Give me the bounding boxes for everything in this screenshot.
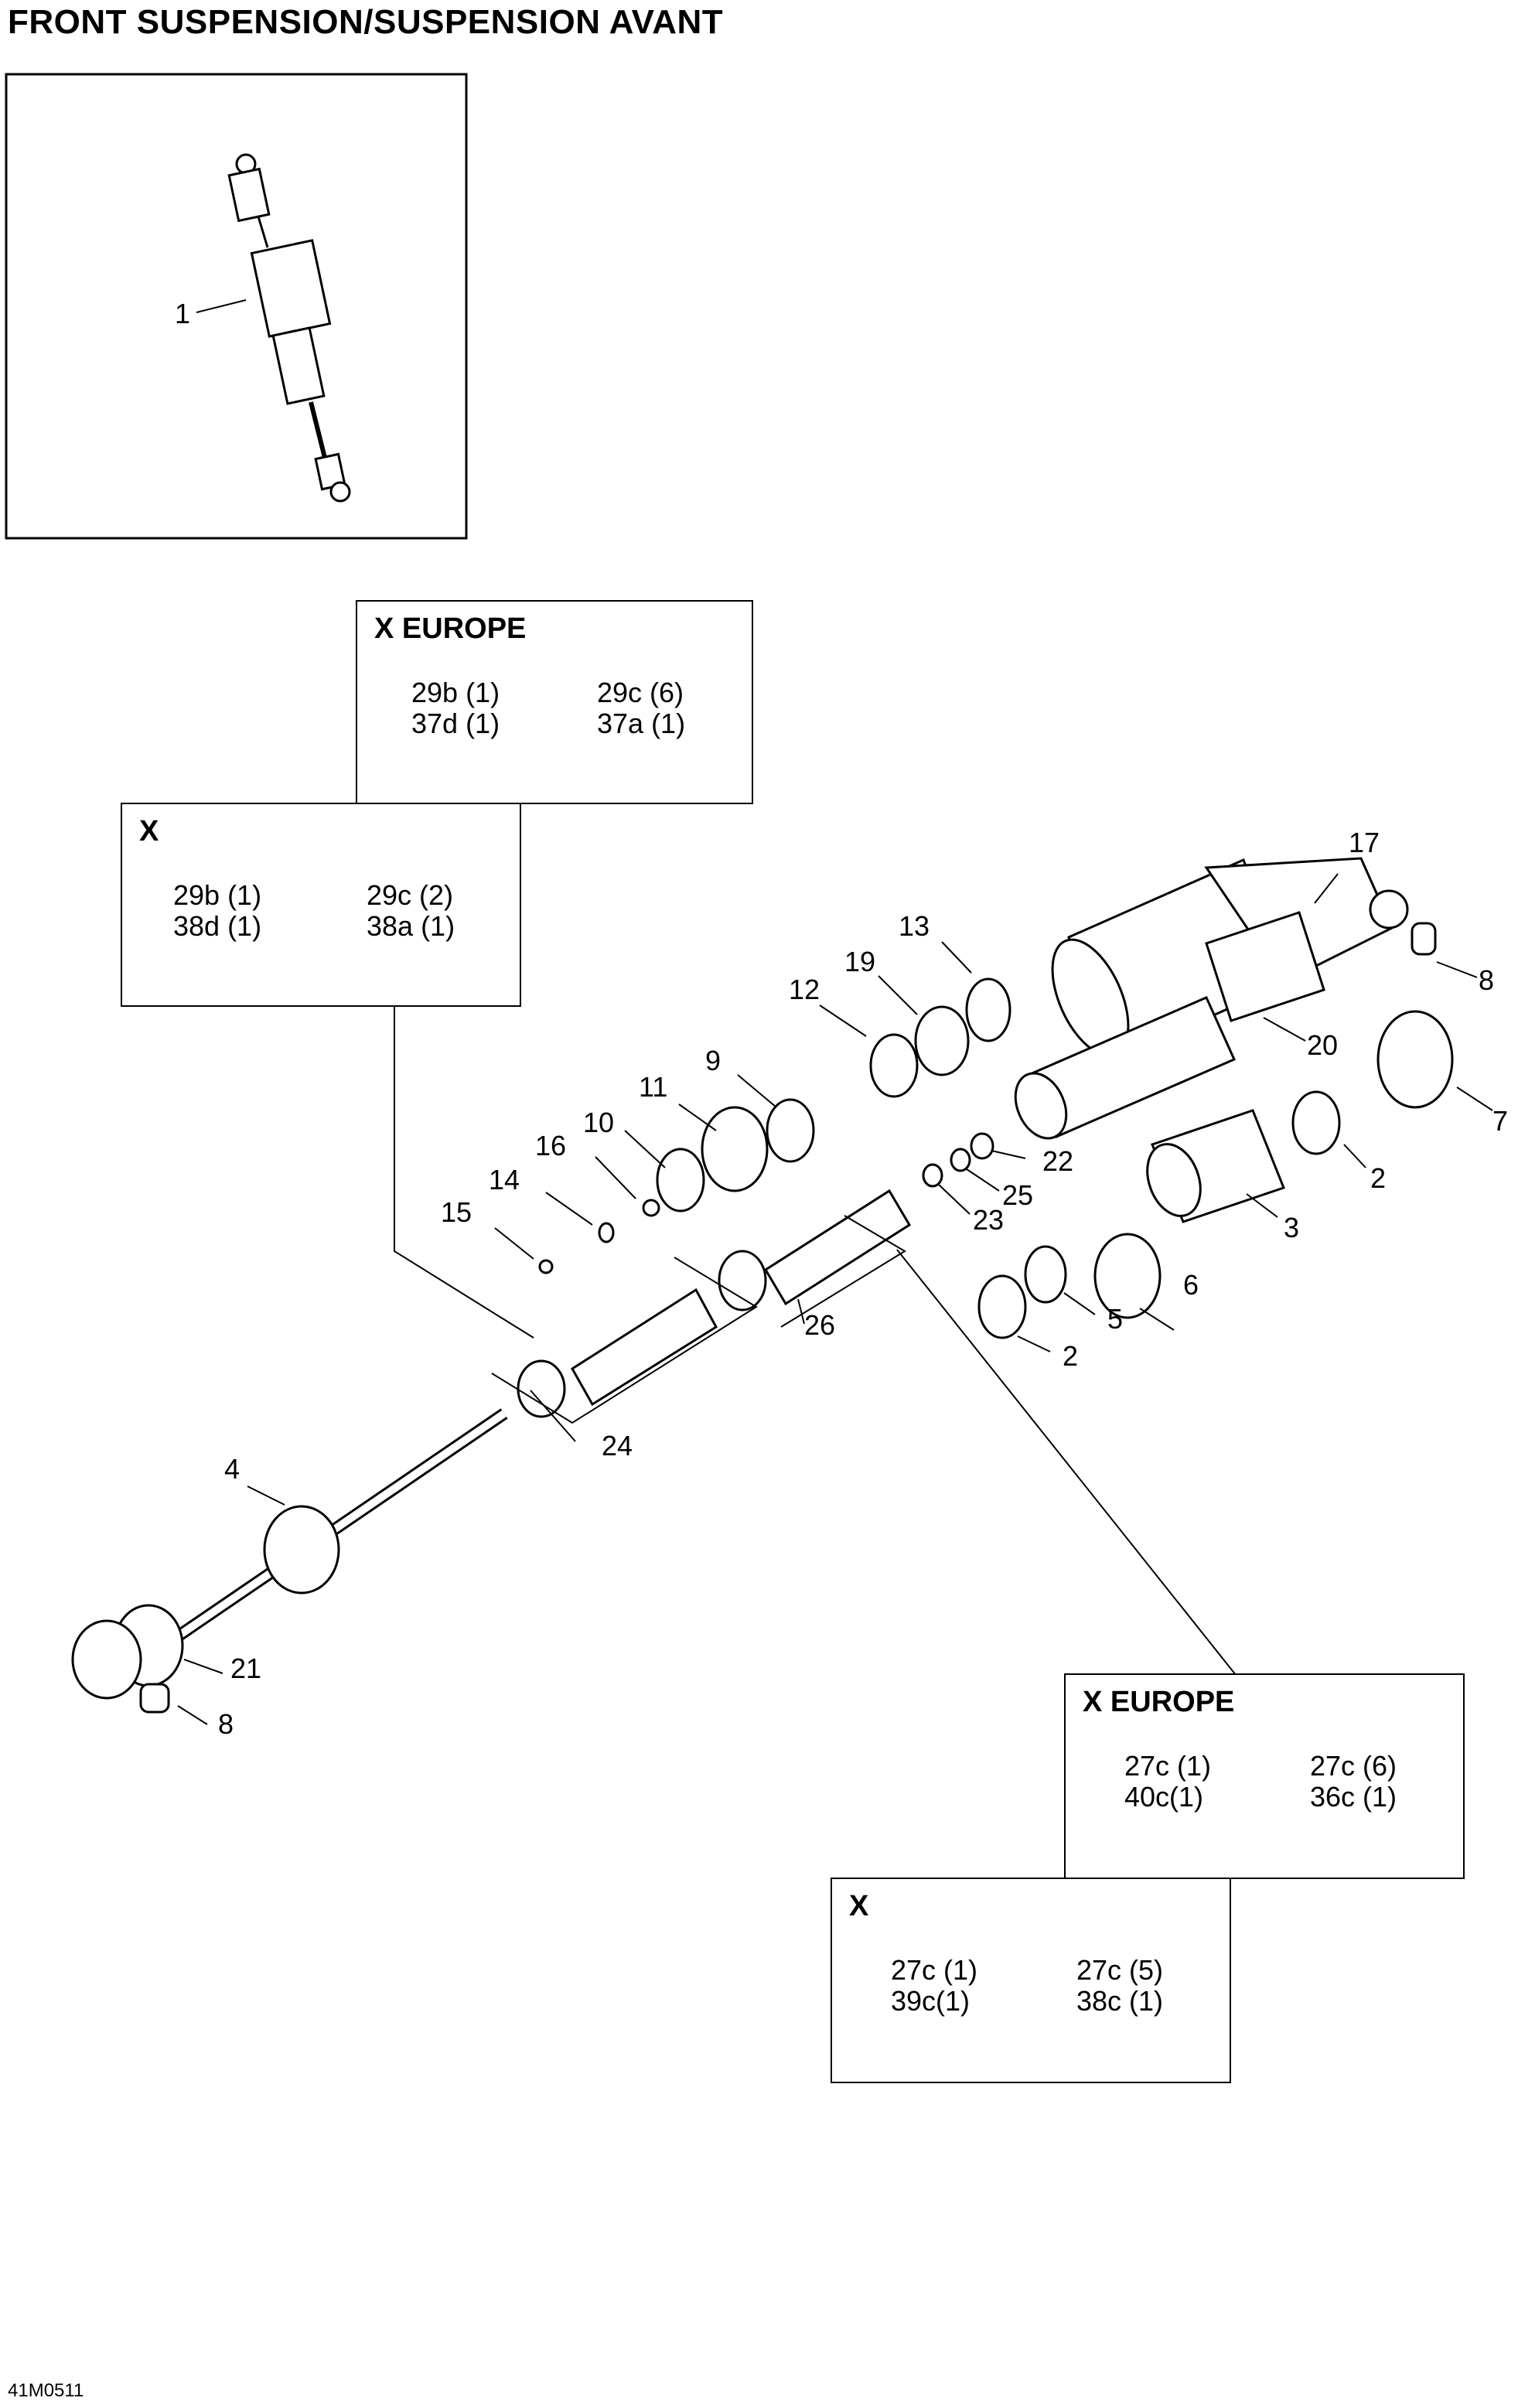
piston-11 bbox=[701, 1106, 769, 1192]
washer-2-lower bbox=[977, 1274, 1027, 1339]
box-cell: 38c (1) bbox=[1076, 1985, 1164, 2017]
box-cell: 37d (1) bbox=[411, 708, 500, 739]
sleeve-3 bbox=[1146, 1109, 1285, 1223]
callout-5: 5 bbox=[1107, 1303, 1123, 1335]
callout-3: 3 bbox=[1284, 1212, 1299, 1243]
leader-line bbox=[196, 299, 247, 313]
box-cell: 29c (2) bbox=[367, 879, 454, 911]
callout-23: 23 bbox=[973, 1204, 1004, 1236]
callout-26: 26 bbox=[804, 1309, 835, 1341]
box-cell: 27c (5) bbox=[1076, 1954, 1164, 1986]
sleeve-tube bbox=[1014, 996, 1236, 1140]
group-bracket-24 bbox=[491, 1257, 758, 1424]
box-heading: X EUROPE bbox=[374, 612, 527, 645]
callout-21: 21 bbox=[230, 1653, 261, 1684]
box-heading: X bbox=[139, 815, 159, 848]
callout-13: 13 bbox=[899, 910, 930, 942]
washer-2-upper bbox=[1291, 1090, 1341, 1155]
shock-body-17 bbox=[1051, 857, 1409, 1062]
box-cell: 27c (1) bbox=[1124, 1750, 1212, 1782]
nut-22 bbox=[970, 1132, 994, 1160]
seal-14 bbox=[598, 1222, 615, 1243]
callout-22: 22 bbox=[1042, 1145, 1073, 1177]
box-cell: 27c (6) bbox=[1310, 1750, 1397, 1782]
callout-17: 17 bbox=[1349, 827, 1380, 858]
piston-26 bbox=[718, 1250, 767, 1311]
piston-6 bbox=[1093, 1233, 1162, 1319]
callout-8-upper: 8 bbox=[1479, 964, 1494, 996]
shim-stack-24 bbox=[517, 1288, 718, 1418]
callout-16: 16 bbox=[535, 1130, 566, 1161]
callout-4: 4 bbox=[224, 1453, 240, 1485]
box-cell: 29b (1) bbox=[173, 879, 262, 911]
box-cell: 37a (1) bbox=[597, 708, 686, 739]
callout-2-upper: 2 bbox=[1370, 1162, 1386, 1194]
page-title: FRONT SUSPENSION/SUSPENSION AVANT bbox=[8, 3, 724, 41]
box-cell: 39c(1) bbox=[891, 1985, 970, 2017]
assembled-shock-illustration bbox=[227, 153, 351, 503]
inset-frame bbox=[5, 73, 468, 540]
callout-25: 25 bbox=[1002, 1179, 1033, 1211]
bushing-8-lower bbox=[139, 1683, 170, 1714]
ring-7 bbox=[1376, 1010, 1454, 1109]
figure-code: 41M0511 bbox=[8, 2380, 84, 2401]
washer-25 bbox=[950, 1148, 971, 1172]
spec-box-x-europe-lower: X EUROPE 27c (1) 27c (6) 40c(1) 36c (1) bbox=[1064, 1673, 1465, 1879]
box-cell: 36c (1) bbox=[1310, 1781, 1397, 1813]
callout-24: 24 bbox=[602, 1430, 633, 1462]
box-cell: 27c (1) bbox=[891, 1954, 978, 1986]
bushing-8-upper bbox=[1411, 922, 1437, 956]
disc-12 bbox=[869, 1033, 919, 1098]
shim-stack-upper bbox=[763, 1189, 912, 1306]
box-heading: X EUROPE bbox=[1083, 1686, 1235, 1718]
box-cell: 38d (1) bbox=[173, 910, 262, 942]
o-ring-9 bbox=[766, 1098, 815, 1163]
callout-19: 19 bbox=[844, 946, 875, 977]
callout-6: 6 bbox=[1183, 1269, 1199, 1301]
callout-7: 7 bbox=[1492, 1105, 1508, 1137]
cap-19 bbox=[914, 1005, 970, 1076]
leader-box-b bbox=[394, 1007, 534, 1339]
box-heading: X bbox=[849, 1890, 869, 1922]
box-cell: 38a (1) bbox=[367, 910, 455, 942]
spec-box-x-lower: X 27c (1) 27c (5) 39c(1) 38c (1) bbox=[831, 1878, 1231, 2083]
callout-20: 20 bbox=[1307, 1029, 1338, 1061]
callout-14: 14 bbox=[489, 1164, 520, 1195]
callout-9: 9 bbox=[705, 1045, 721, 1076]
box-cell: 29c (6) bbox=[597, 677, 684, 708]
box-cell: 40c(1) bbox=[1124, 1781, 1204, 1813]
box-cell: 29b (1) bbox=[411, 677, 500, 708]
callout-12: 12 bbox=[789, 974, 820, 1005]
callout-2-lower: 2 bbox=[1063, 1340, 1078, 1372]
callout-10: 10 bbox=[583, 1107, 614, 1138]
washer-5 bbox=[1024, 1245, 1067, 1304]
disc-10 bbox=[656, 1148, 705, 1213]
spring-20 bbox=[1205, 911, 1325, 1022]
shaft-4 bbox=[71, 1408, 508, 1700]
callout-8-lower: 8 bbox=[218, 1708, 234, 1740]
callout-15: 15 bbox=[441, 1196, 472, 1228]
leader-lines bbox=[177, 873, 1493, 1725]
washer-23 bbox=[922, 1163, 943, 1188]
spec-box-x-europe-upper: X EUROPE 29b (1) 29c (6) 37d (1) 37a (1) bbox=[356, 600, 753, 804]
callout-1: 1 bbox=[175, 298, 190, 329]
callout-11: 11 bbox=[639, 1071, 667, 1103]
group-bracket-26 bbox=[780, 1215, 906, 1328]
valve-16 bbox=[642, 1199, 660, 1217]
spec-box-x-upper: X 29b (1) 29c (2) 38d (1) 38a (1) bbox=[121, 803, 521, 1007]
screw-15 bbox=[538, 1259, 554, 1274]
leader-box-c bbox=[896, 1249, 1243, 1683]
o-ring-13 bbox=[965, 977, 1011, 1042]
